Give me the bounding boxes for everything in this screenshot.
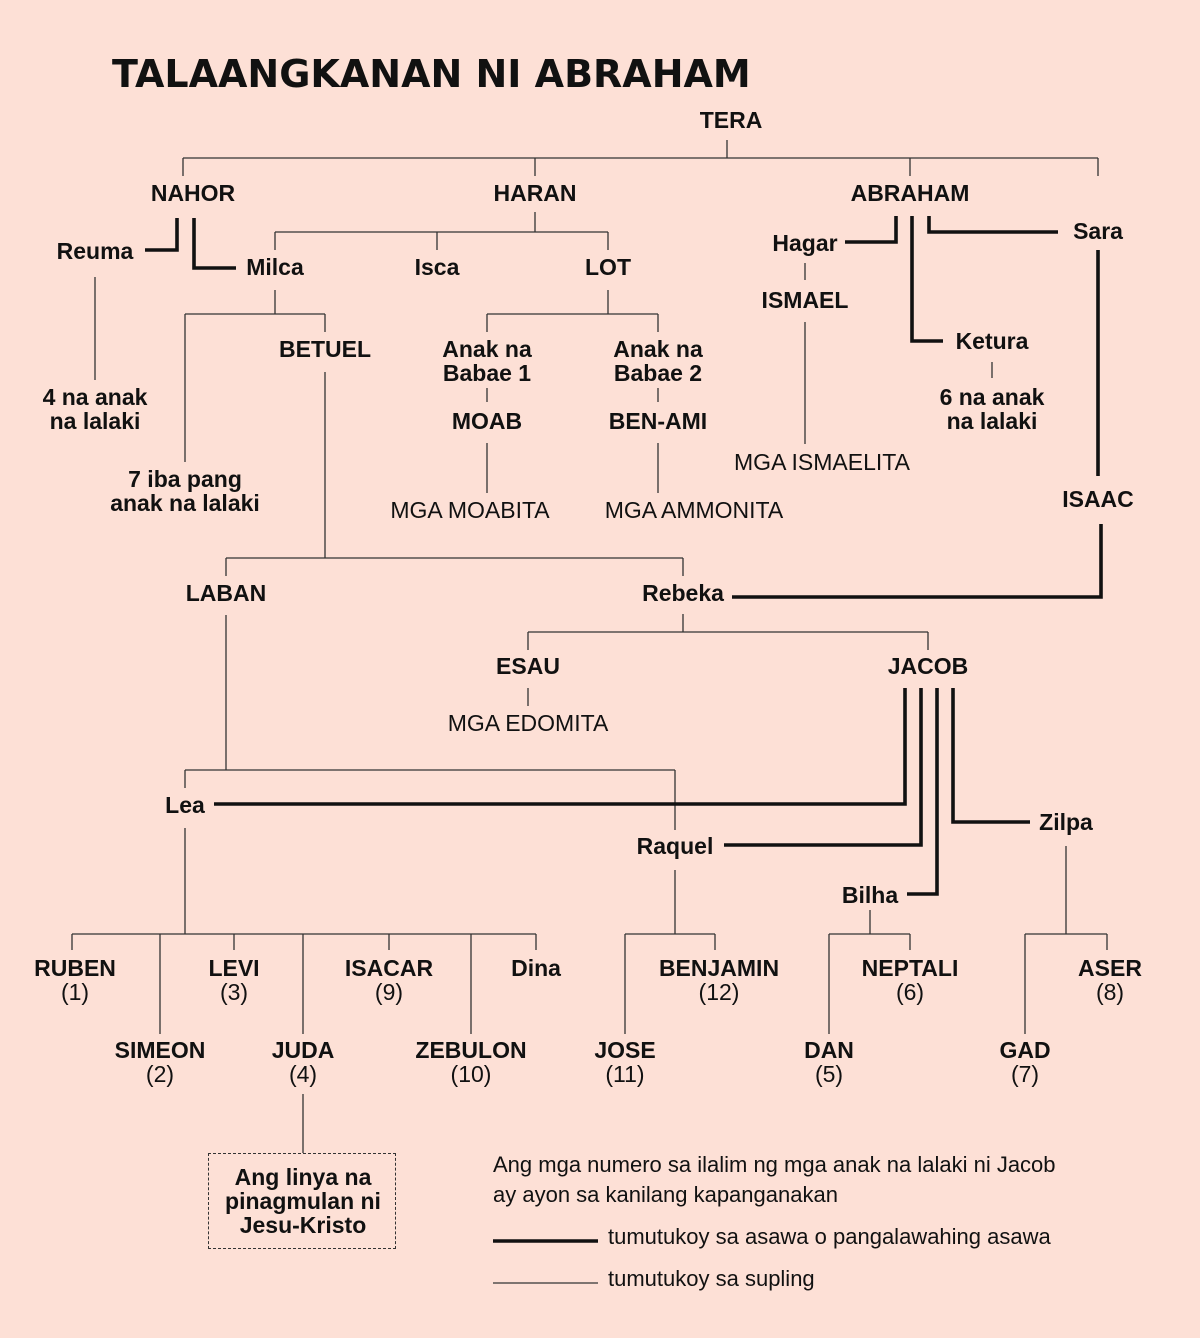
person-bilha: Bilha — [841, 882, 899, 908]
son-isacar: ISACAR (9) — [344, 955, 434, 1005]
son-levi: LEVI (3) — [208, 955, 260, 1005]
son-benjamin: BENJAMIN (12) — [658, 955, 780, 1005]
legend-offspring-label: tumutukoy sa supling — [608, 1266, 815, 1291]
person-moab: MOAB — [451, 408, 523, 434]
son-jose: JOSE (11) — [594, 1037, 656, 1087]
legend-note-line-2: ay ayon sa kanilang kapanganakan — [493, 1182, 838, 1207]
spouse-lines — [145, 216, 1103, 896]
messiah-line-label: Ang linya na pinagmulan ni Jesu-Kristo — [225, 1164, 381, 1238]
son-dan: DAN (5) — [804, 1037, 854, 1087]
person-anak-babae-1: Anak na Babae 1 — [442, 336, 532, 386]
person-lot: LOT — [585, 254, 631, 280]
person-isaac: ISAAC — [1062, 486, 1134, 512]
person-tera: TERA — [699, 107, 763, 133]
person-abraham: ABRAHAM — [850, 180, 970, 206]
son-juda: JUDA (4) — [271, 1037, 335, 1087]
person-milca: Milca — [246, 254, 304, 280]
person-reuma: Reuma — [56, 238, 134, 264]
daughter-dina: Dina — [511, 955, 561, 981]
person-hagar: Hagar — [772, 230, 838, 256]
son-gad: GAD (7) — [999, 1037, 1051, 1087]
legend-spouse-label: tumutukoy sa asawa o pangalawahing asawa — [608, 1224, 1051, 1249]
people-moabita: MGA MOABITA — [390, 497, 550, 523]
people-ismaelita: MGA ISMAELITA — [734, 449, 910, 475]
son-simeon: SIMEON (2) — [114, 1037, 206, 1087]
son-ruben: RUBEN (1) — [34, 955, 116, 1005]
son-zebulon: ZEBULON (10) — [415, 1037, 527, 1087]
person-zilpa: Zilpa — [1039, 809, 1093, 835]
son-neptali: NEPTALI (6) — [861, 955, 959, 1005]
son-aser: ASER (8) — [1078, 955, 1142, 1005]
diagram-title: TALAANGKANAN NI ABRAHAM — [112, 52, 751, 96]
person-esau: ESAU — [496, 653, 560, 679]
person-sara: Sara — [1073, 218, 1123, 244]
milca-other-sons-label: 7 iba pang anak na lalaki — [110, 466, 260, 516]
ketura-sons-label: 6 na anak na lalaki — [939, 384, 1045, 434]
people-edomita: MGA EDOMITA — [447, 710, 609, 736]
legend-note-line-1: Ang mga numero sa ilalim ng mga anak na … — [493, 1152, 1056, 1177]
messiah-line-box — [208, 1153, 396, 1249]
person-betuel: BETUEL — [279, 336, 371, 362]
offspring-lines — [71, 140, 1108, 1153]
person-ismael: ISMAEL — [761, 287, 849, 313]
people-ammonita: MGA AMMONITA — [604, 497, 784, 523]
reuma-sons-label: 4 na anak na lalaki — [42, 384, 148, 434]
person-isca: Isca — [414, 254, 460, 280]
person-nahor: NAHOR — [150, 180, 236, 206]
person-laban: LABAN — [185, 580, 267, 606]
person-ben-ami: BEN-AMI — [608, 408, 708, 434]
person-ketura: Ketura — [955, 328, 1029, 354]
person-lea: Lea — [165, 792, 205, 818]
person-haran: HARAN — [493, 180, 577, 206]
person-rebeka: Rebeka — [642, 580, 724, 606]
person-jacob: JACOB — [887, 653, 969, 679]
person-raquel: Raquel — [636, 833, 714, 859]
person-anak-babae-2: Anak na Babae 2 — [613, 336, 703, 386]
